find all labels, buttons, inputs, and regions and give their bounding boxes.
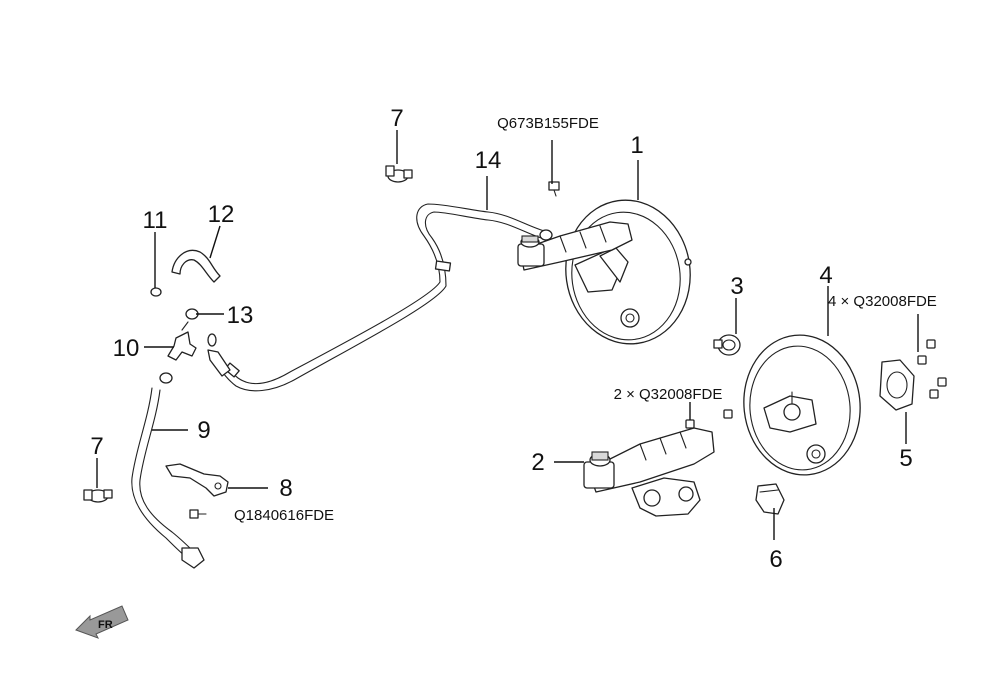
callout-12: 12	[208, 201, 235, 228]
booster-gasket-5	[879, 359, 915, 411]
vacuum-hose-12	[171, 249, 221, 283]
check-valve-grommet-3	[713, 334, 741, 356]
callout-14: 14	[475, 147, 502, 174]
tee-joint-10	[167, 321, 231, 377]
part-code-2x-q32008fde: 2 × Q32008FDE	[614, 386, 723, 403]
callout-9: 9	[197, 417, 210, 444]
callout-5: 5	[899, 445, 912, 472]
part-code-q673b155fde: Q673B155FDE	[497, 115, 599, 132]
callout-2: 2	[531, 449, 544, 476]
bolt-q1840616fde	[189, 509, 207, 519]
callout-7-bottom: 7	[90, 433, 103, 460]
sensor-connector-6	[755, 483, 785, 515]
callout-8: 8	[279, 475, 292, 502]
part-code-q1840616fde: Q1840616FDE	[234, 507, 334, 524]
vacuum-hose-9	[131, 372, 205, 569]
bolt-q673b155fde	[548, 181, 560, 197]
front-direction-arrow-icon: FR	[75, 605, 129, 639]
vacuum-hose-14	[219, 203, 553, 392]
hose-clamp-7-top	[385, 165, 413, 183]
callout-6: 6	[769, 546, 782, 573]
hose-clamp-7-bottom	[83, 489, 113, 503]
callout-1: 1	[630, 132, 643, 159]
leader-lines	[96, 130, 919, 540]
front-direction-text: FR	[98, 619, 113, 631]
callout-3: 3	[730, 273, 743, 300]
master-cylinder-2	[583, 427, 715, 517]
callout-11: 11	[143, 207, 168, 234]
nuts-2x-q32008fde	[685, 409, 733, 429]
callout-7-top: 7	[390, 105, 403, 132]
nuts-4x-q32008fde	[917, 339, 947, 399]
hose-bracket-8	[165, 463, 229, 497]
hose-clip-11	[150, 287, 162, 297]
callout-13: 13	[227, 302, 254, 329]
brake-booster-4	[743, 334, 861, 476]
brake-booster-assembly-1	[517, 199, 692, 345]
callout-10: 10	[113, 335, 140, 362]
callout-4: 4	[819, 262, 832, 289]
part-code-4x-q32008fde: 4 × Q32008FDE	[828, 293, 937, 310]
